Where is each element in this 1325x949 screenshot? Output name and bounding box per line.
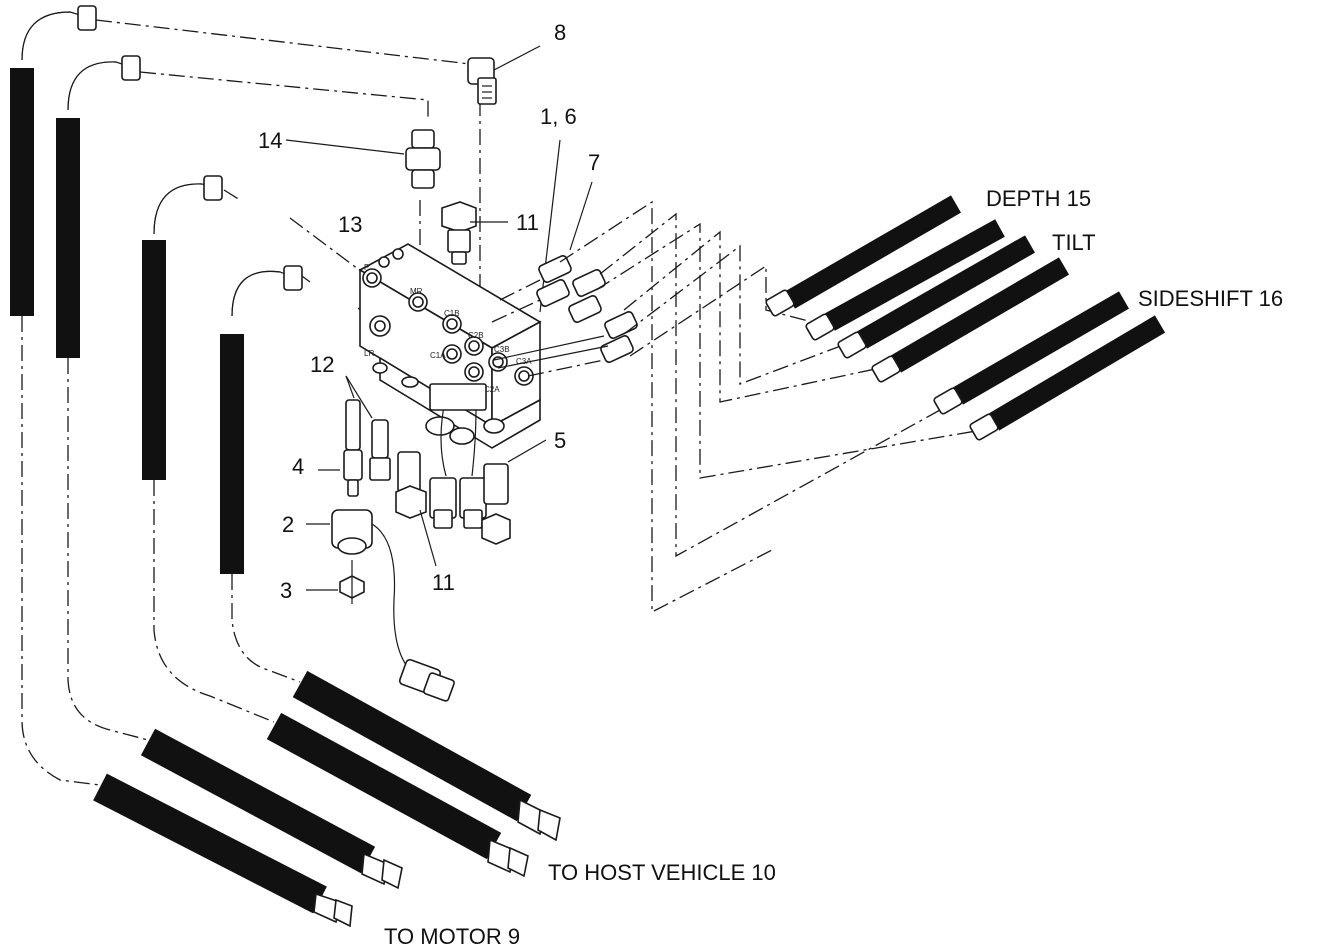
port-mark-mr: MR [410, 287, 423, 296]
hose-c-lead [153, 480, 275, 723]
sideshift-hose-1 [952, 291, 1130, 405]
right-side-hoses [559, 195, 1166, 614]
hose-b-lead [67, 358, 149, 741]
label-item-5: 5 [554, 428, 566, 453]
callout-labels: 8 1, 6 14 11 7 13 12 4 2 3 5 11 DEPTH 15… [258, 20, 1283, 949]
label-item-11-top: 11 [516, 210, 539, 235]
lower-components [306, 375, 547, 702]
item-8-elbow-fitting [467, 45, 541, 105]
port-mark-c1a: C1A [430, 351, 446, 360]
port-mark-c3b: C3B [494, 345, 510, 354]
depth-hose-2 [825, 219, 1005, 331]
label-item-3: 3 [280, 578, 292, 603]
label-item-4: 4 [292, 454, 304, 479]
label-sideshift: SIDESHIFT 16 [1138, 286, 1283, 311]
label-item-8: 8 [554, 20, 566, 45]
hose-d-fitting [283, 265, 303, 291]
tilt-hose-1 [857, 235, 1035, 349]
label-motor: TO MOTOR 9 [384, 924, 520, 949]
port-mark-p: P [364, 263, 369, 272]
label-host-vehicle: TO HOST VEHICLE 10 [548, 860, 776, 885]
port-mark-c3a: C3A [516, 357, 532, 366]
label-item-7: 7 [588, 150, 600, 175]
hose-b-bottom [140, 728, 376, 874]
valve-block: P MR LR C1B C1A C2B C2A C3B C3A [358, 139, 561, 449]
label-item-2: 2 [282, 512, 294, 537]
label-item-13: 13 [338, 212, 362, 237]
label-item-11-bottom: 11 [432, 570, 455, 595]
hose-a-fitting [77, 5, 97, 31]
label-item-12: 12 [310, 352, 334, 377]
item-14-fitting [285, 129, 441, 189]
port-mark-c1b: C1B [444, 309, 460, 318]
hose-d-lead [231, 574, 301, 683]
sideshift-hose-2 [988, 315, 1166, 431]
hose-a-bottom [93, 773, 327, 914]
port-mark-c2b: C2B [468, 331, 484, 340]
label-item-1-6: 1, 6 [540, 104, 577, 129]
hose-d-bottom [292, 670, 532, 822]
hose-c-fitting [203, 175, 223, 201]
item-11-top-cartridge [441, 201, 508, 265]
item-7-port-fittings [491, 181, 638, 377]
hose-a-lead [21, 316, 101, 786]
host-and-motor-hoses [10, 5, 561, 928]
tilt-hose-2 [890, 257, 1070, 373]
port-mark-c2a: C2A [484, 385, 500, 394]
label-depth: DEPTH 15 [986, 186, 1091, 211]
label-tilt: TILT [1052, 230, 1096, 255]
label-item-14: 14 [258, 128, 282, 153]
hose-b-fitting [121, 55, 141, 81]
depth-hose-1 [784, 195, 962, 309]
port-mark-lr: LR [364, 349, 374, 358]
hose-c-bottom [266, 712, 502, 860]
